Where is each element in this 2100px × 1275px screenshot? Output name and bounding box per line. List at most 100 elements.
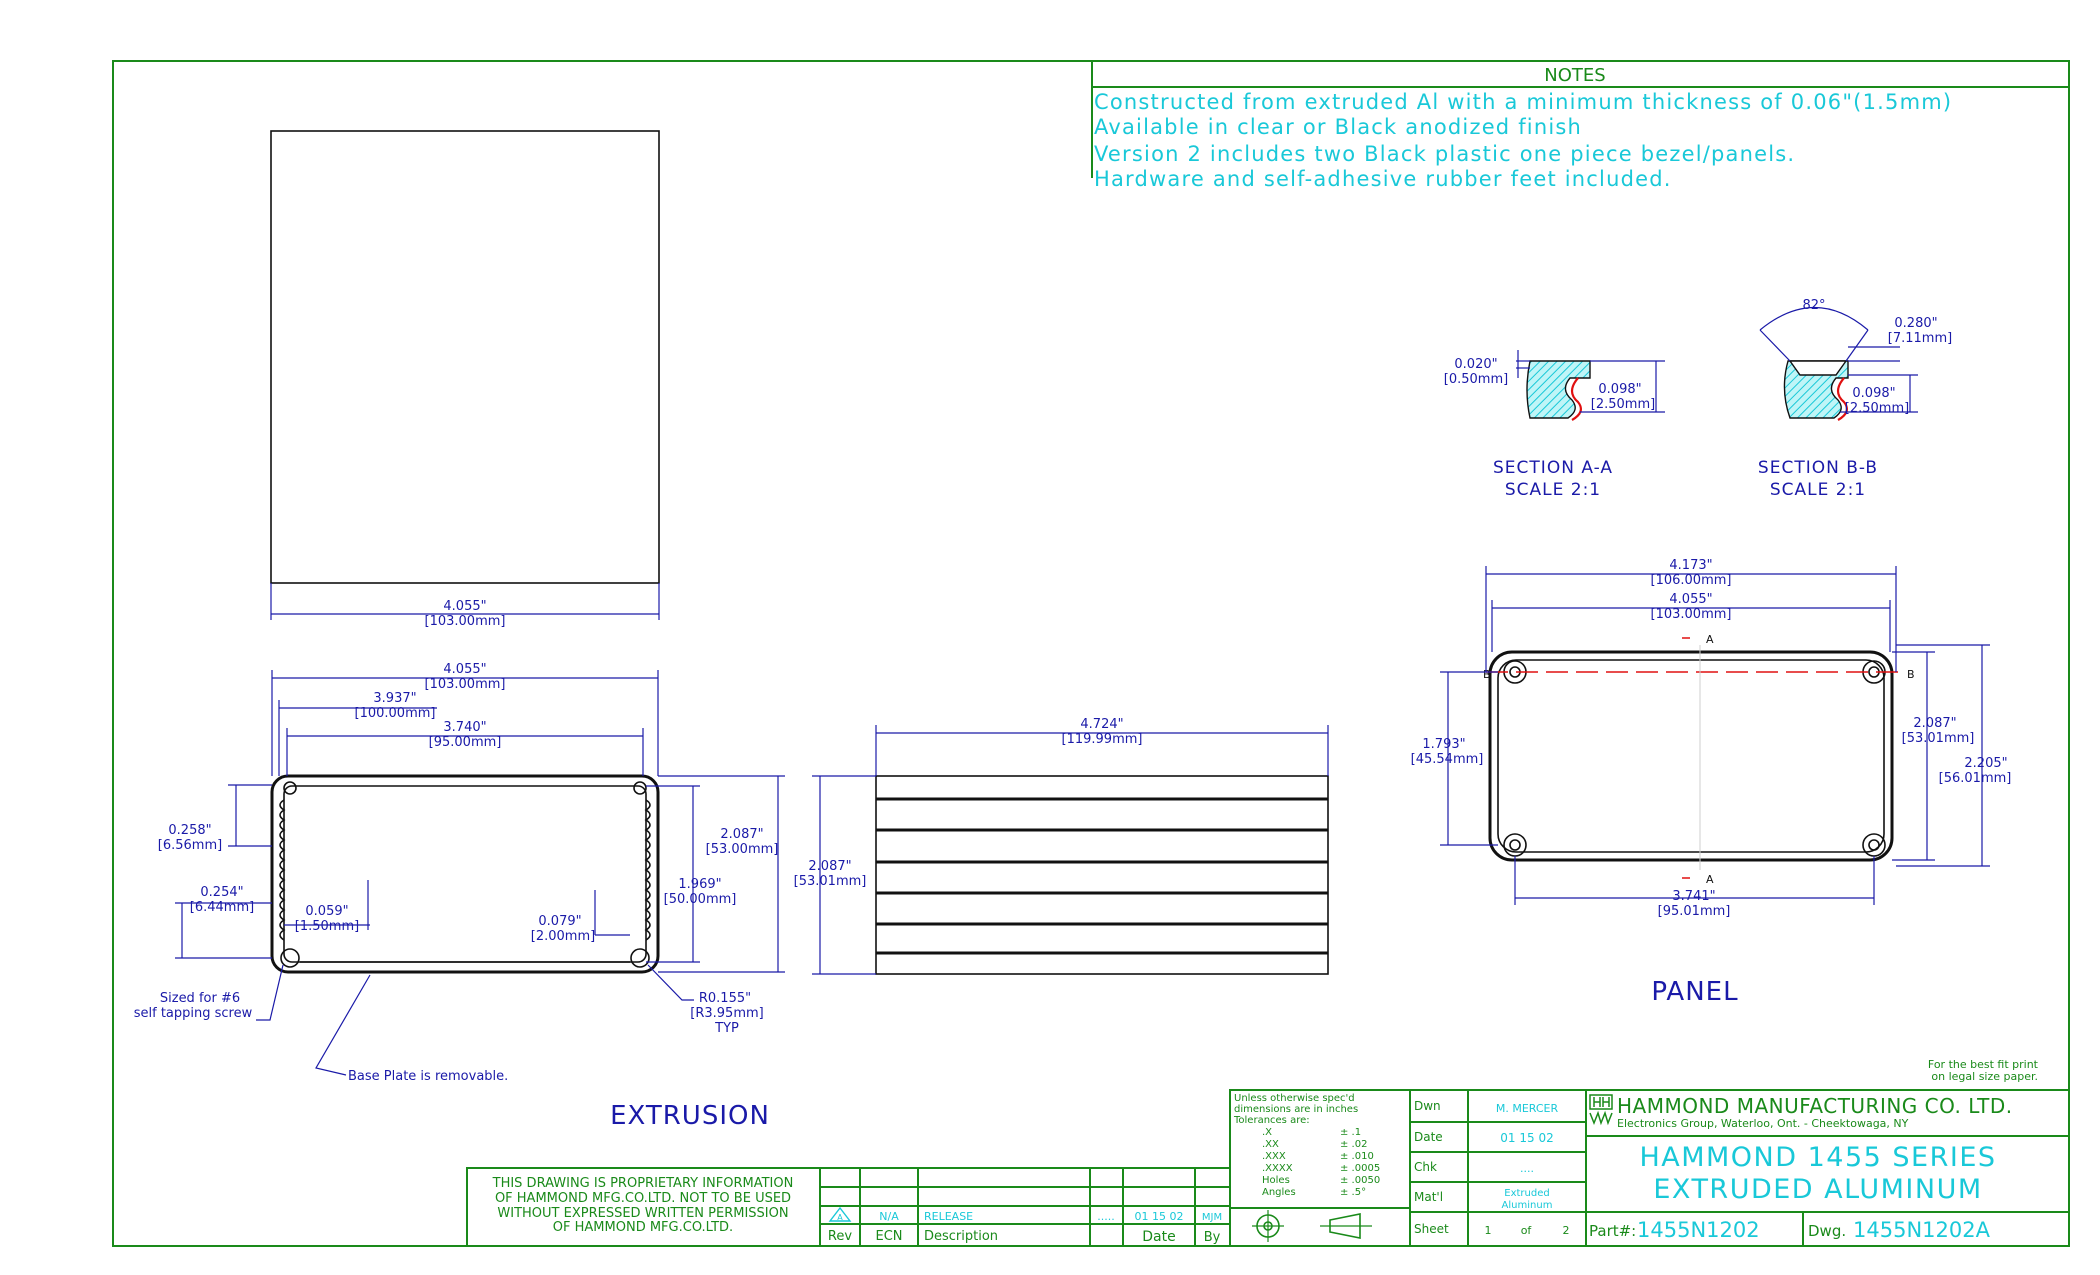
panel-w1-in: 4.173" [1669, 558, 1712, 573]
title-block: For the best fit print on legal size pap… [466, 1058, 2070, 1247]
radius-mm: [R3.95mm] [690, 1006, 763, 1021]
panel-h1-mm: [45.54mm] [1411, 752, 1484, 767]
section-bb: 82° 0.280" [7.11mm] 0.098" [2.50mm] SECT… [1758, 298, 1952, 500]
fit-note-2: on legal size paper. [1931, 1070, 2038, 1083]
sheet-label: Sheet [1414, 1222, 1449, 1236]
ecn-header: ECN [875, 1229, 902, 1244]
aa-d2-mm: [2.50mm] [1591, 397, 1655, 412]
panel-w1-mm: [106.00mm] [1651, 573, 1732, 588]
bb-d2-mm: [2.50mm] [1845, 401, 1909, 416]
ext-wall-in: 0.059" [305, 904, 348, 919]
rev-value: A [837, 1213, 843, 1222]
fit-note-1: For the best fit print [1928, 1058, 2039, 1071]
ext-overall-in: 4.055" [443, 662, 486, 677]
side-length-in: 4.724" [1080, 717, 1123, 732]
panel-section-mark-right: B [1907, 668, 1915, 681]
ext-boss-in: 0.254" [200, 885, 243, 900]
panel-section-mark-top: A [1706, 633, 1714, 646]
tolerance-key: .XXX [1262, 1151, 1286, 1162]
company-name: HAMMOND MANUFACTURING CO. LTD. [1617, 1094, 2013, 1118]
ext-h1-mm: [53.00mm] [706, 842, 779, 857]
proprietary-line-4: OF HAMMOND MFG.CO.LTD. [553, 1220, 733, 1235]
rev-date: 01 15 02 [1135, 1210, 1184, 1223]
panel-h3-in: 2.205" [1964, 756, 2007, 771]
company-sub: Electronics Group, Waterloo, Ont. - Chee… [1617, 1117, 1909, 1130]
note-line-2: Available in clear or Black anodized fin… [1094, 115, 1582, 139]
dwn-label: Dwn [1414, 1099, 1441, 1113]
sheet-total: 2 [1563, 1224, 1570, 1237]
ext-overall-mm: [103.00mm] [425, 677, 506, 692]
ext-h2-in: 1.969" [678, 877, 721, 892]
radius-in: R0.155" [699, 991, 751, 1006]
aa-scale: SCALE 2:1 [1505, 480, 1601, 500]
tolerance-value: ± .0005 [1340, 1163, 1380, 1174]
ext-slot-in: 0.258" [168, 823, 211, 838]
side-length-mm: [119.99mm] [1062, 732, 1143, 747]
panel-w2-in: 4.055" [1669, 592, 1712, 607]
aa-d2-in: 0.098" [1598, 382, 1641, 397]
rev-dots: ..... [1097, 1210, 1114, 1223]
tolerance-key: .XXXX [1262, 1163, 1293, 1174]
drawing-title-1: HAMMOND 1455 SERIES [1639, 1142, 1996, 1173]
tolerance-table: .X± .1.XX± .02.XXX± .010.XXXX± .0005Hole… [1262, 1127, 1380, 1198]
date-label: Date [1414, 1130, 1443, 1144]
tolerance-value: ± .5° [1340, 1187, 1366, 1198]
dwg-label: Dwg. [1808, 1222, 1846, 1240]
notes-title: NOTES [1544, 65, 1605, 86]
top-width-mm: [103.00mm] [425, 614, 506, 629]
proprietary-line-1: THIS DRAWING IS PROPRIETARY INFORMATION [492, 1176, 794, 1191]
matl-value-2: Aluminum [1502, 1200, 1553, 1211]
bb-d1-in: 0.280" [1894, 316, 1937, 331]
ext-h2-mm: [50.00mm] [664, 892, 737, 907]
side-view: 4.724" [119.99mm] 2.087" [53.01mm] [794, 717, 1329, 975]
tolerance-key: Holes [1262, 1175, 1290, 1186]
bb-title: SECTION B-B [1758, 458, 1878, 478]
base-note: Base Plate is removable. [348, 1069, 508, 1084]
description-value: RELEASE [924, 1210, 973, 1223]
note-line-3: Version 2 includes two Black plastic one… [1094, 142, 1795, 166]
panel-h2-in: 2.087" [1913, 716, 1956, 731]
screw-note-2: self tapping screw [134, 1006, 253, 1021]
panel-h1-in: 1.793" [1422, 737, 1465, 752]
extrusion-label: EXTRUSION [610, 1101, 770, 1131]
aa-title: SECTION A-A [1493, 458, 1613, 478]
tol-line-2: dimensions are in inches [1234, 1104, 1358, 1115]
screw-note-1: Sized for #6 [160, 991, 240, 1006]
ext-d2-mm: [100.00mm] [355, 706, 436, 721]
panel-view: A A B B 4.173" [106.00mm] 4.055" [103.00… [1411, 558, 2012, 1007]
ext-d3-mm: [95.00mm] [429, 735, 502, 750]
ext-slot-mm: [6.56mm] [158, 838, 222, 853]
dwg-value: 1455N1202A [1853, 1218, 1991, 1242]
ext-boss-mm: [6.44mm] [190, 900, 254, 915]
tolerance-value: ± .02 [1340, 1139, 1367, 1150]
bb-angle: 82° [1802, 298, 1825, 313]
tolerance-value: ± .0050 [1340, 1175, 1380, 1186]
ecn-value: N/A [879, 1210, 899, 1223]
notes-box: NOTES Constructed from extruded Al with … [1091, 61, 2069, 191]
tol-line-3: Tolerances are: [1233, 1115, 1310, 1126]
bb-d1-mm: [7.11mm] [1888, 331, 1952, 346]
part-label: Part#: [1589, 1222, 1636, 1240]
tolerance-key: Angles [1262, 1187, 1296, 1198]
ext-d2-in: 3.937" [373, 691, 416, 706]
side-height-in: 2.087" [808, 859, 851, 874]
panel-label: PANEL [1651, 977, 1738, 1007]
sheet-of: of [1521, 1224, 1533, 1237]
tol-line-1: Unless otherwise spec'd [1234, 1093, 1355, 1104]
dwn-value: M. MERCER [1496, 1102, 1559, 1115]
ext-base-mm: [2.00mm] [531, 929, 595, 944]
chk-value: .... [1520, 1162, 1534, 1175]
aa-d1-in: 0.020" [1454, 357, 1497, 372]
extrusion-view: 4.055" [103.00mm] 3.937" [100.00mm] 3.74… [134, 662, 785, 1131]
aa-d1-mm: [0.50mm] [1444, 372, 1508, 387]
description-header: Description [924, 1229, 998, 1244]
ext-base-in: 0.079" [538, 914, 581, 929]
matl-value-1: Extruded [1504, 1188, 1549, 1199]
matl-label: Mat'l [1414, 1190, 1443, 1204]
note-line-4: Hardware and self-adhesive rubber feet i… [1094, 167, 1672, 191]
bb-d2-in: 0.098" [1852, 386, 1895, 401]
rev-header: Rev [828, 1229, 852, 1244]
note-line-1: Constructed from extruded Al with a mini… [1094, 90, 1952, 114]
sheet-value: 1 [1485, 1224, 1492, 1237]
